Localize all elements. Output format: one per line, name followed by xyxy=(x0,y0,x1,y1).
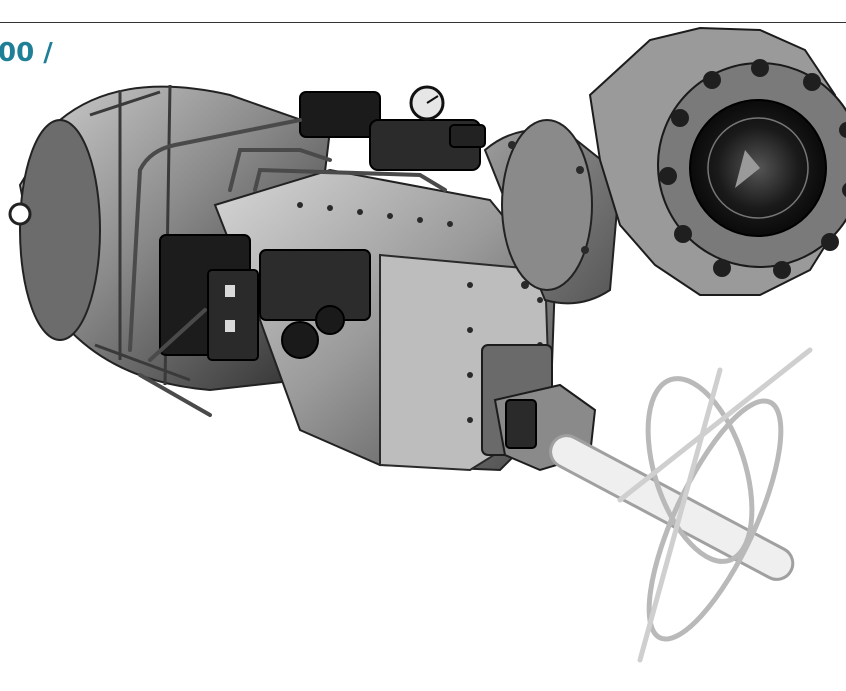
valve-body xyxy=(588,26,846,296)
positioner-assembly xyxy=(159,234,371,361)
top-manifold xyxy=(299,85,486,171)
spacer-flange xyxy=(483,119,622,305)
tubing xyxy=(128,118,447,417)
handwheel xyxy=(549,347,813,663)
header-rule xyxy=(0,22,846,23)
header-title-fragment: 00 / xyxy=(0,38,53,68)
